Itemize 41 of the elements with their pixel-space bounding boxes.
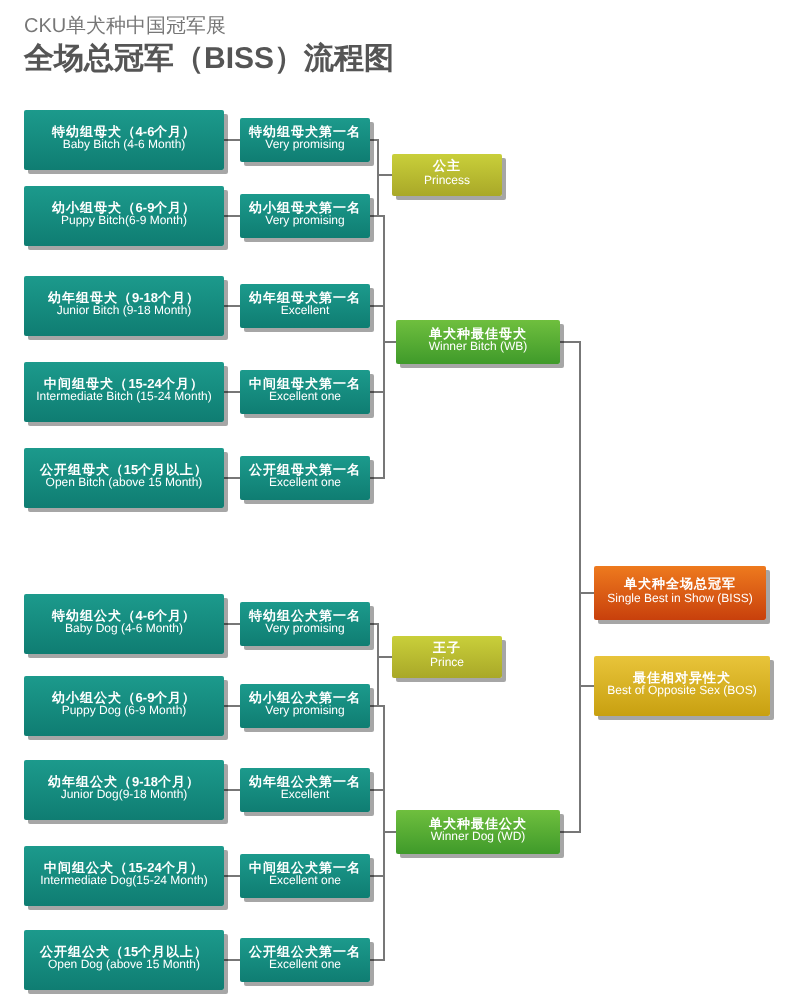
class-box bbox=[24, 846, 224, 906]
first-place-box bbox=[240, 938, 370, 982]
first-place-box bbox=[240, 284, 370, 328]
connector-line bbox=[223, 139, 241, 141]
first-place-box bbox=[240, 370, 370, 414]
title: 全场总冠军（BISS）流程图 bbox=[24, 40, 395, 78]
connector-line bbox=[559, 685, 595, 833]
award-box bbox=[392, 636, 502, 678]
award-box bbox=[594, 656, 770, 716]
first-place-box bbox=[240, 768, 370, 812]
connector-line bbox=[223, 875, 241, 877]
class-box bbox=[24, 276, 224, 336]
connector-line bbox=[223, 305, 241, 307]
connector-line bbox=[223, 391, 241, 393]
winner-box bbox=[396, 810, 560, 854]
champion-box bbox=[594, 566, 766, 620]
class-box bbox=[24, 362, 224, 422]
class-box bbox=[24, 186, 224, 246]
first-place-box bbox=[240, 456, 370, 500]
connector-line bbox=[369, 831, 397, 961]
connector-line bbox=[223, 789, 241, 791]
class-box bbox=[24, 930, 224, 990]
winner-box bbox=[396, 320, 560, 364]
connector-line bbox=[223, 215, 241, 217]
subtitle: CKU单犬种中国冠军展 bbox=[24, 13, 227, 40]
connector-line bbox=[223, 477, 241, 479]
connector-line bbox=[369, 341, 397, 479]
class-box bbox=[24, 760, 224, 820]
first-place-box bbox=[240, 602, 370, 646]
connector-line bbox=[223, 959, 241, 961]
first-place-box bbox=[240, 118, 370, 162]
class-box bbox=[24, 676, 224, 736]
first-place-box bbox=[240, 194, 370, 238]
class-box bbox=[24, 110, 224, 170]
award-box bbox=[392, 154, 502, 196]
class-box bbox=[24, 448, 224, 508]
class-box bbox=[24, 594, 224, 654]
connector-line bbox=[223, 623, 241, 625]
first-place-box bbox=[240, 684, 370, 728]
first-place-box bbox=[240, 854, 370, 898]
connector-line bbox=[223, 705, 241, 707]
